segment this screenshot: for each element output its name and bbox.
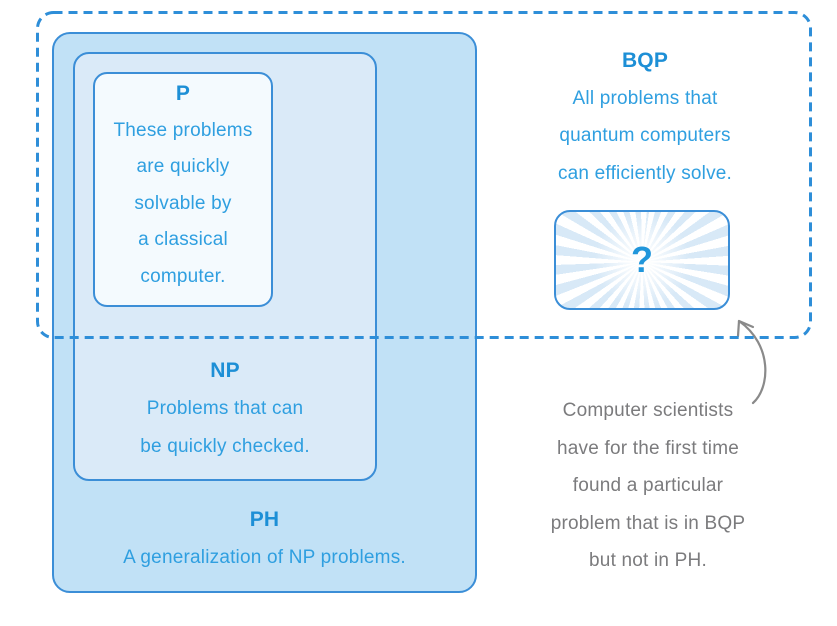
np-set-text: NP Problems that can be quickly checked. bbox=[73, 352, 377, 466]
mystery-problem-box: ? bbox=[554, 210, 730, 310]
annotation-text: Computer scientists have for the first t… bbox=[498, 392, 798, 580]
annotation-line: problem that is in BQP bbox=[550, 512, 746, 534]
annotation-line: found a particular bbox=[572, 475, 724, 496]
bqp-set-description-line: All problems that bbox=[572, 87, 718, 109]
np-set-description-line: be quickly checked. bbox=[140, 436, 310, 457]
bqp-set-label: BQP bbox=[621, 49, 669, 72]
np-set-label: NP bbox=[210, 359, 240, 382]
question-mark-icon: ? bbox=[631, 239, 653, 280]
p-set-label: P bbox=[175, 82, 191, 105]
ph-set-label: PH bbox=[249, 508, 280, 531]
annotation-line: but not in PH. bbox=[589, 550, 707, 571]
bqp-set-description-line: can efficiently solve. bbox=[557, 162, 733, 184]
np-set-description-line: Problems that can bbox=[146, 398, 304, 419]
p-set-description-line: These problems bbox=[113, 119, 253, 141]
p-set-description-line: computer. bbox=[140, 265, 226, 287]
annotation-line: have for the first time bbox=[556, 437, 739, 459]
bqp-set-text: BQP All problems that quantum computers … bbox=[495, 42, 795, 192]
p-set-text: P These problems are quickly solvable by… bbox=[93, 76, 273, 295]
p-set-description-line: solvable by bbox=[134, 192, 232, 214]
p-set-description-line: are quickly bbox=[136, 156, 230, 177]
ph-set-description-line: A generalization of NP problems. bbox=[123, 547, 406, 568]
bqp-set-description-line: quantum computers bbox=[559, 125, 731, 146]
annotation-line: Computer scientists bbox=[562, 400, 734, 421]
ph-set-text: PH A generalization of NP problems. bbox=[52, 501, 477, 577]
p-set-description-line: a classical bbox=[138, 229, 228, 250]
